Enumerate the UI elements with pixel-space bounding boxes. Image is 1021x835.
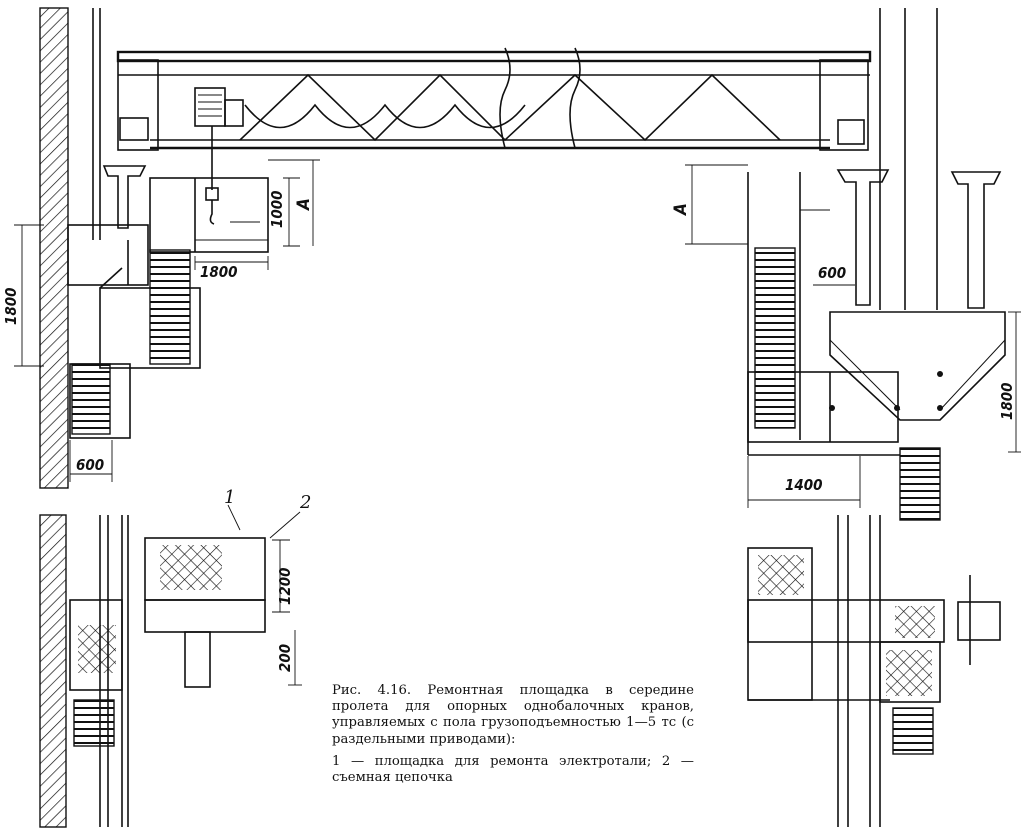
item-label-1: 1	[224, 487, 235, 508]
dim-platform-width-left: 1800	[200, 263, 238, 281]
caption-title: Рис. 4.16. Ремонтная площадка в середине…	[332, 683, 694, 747]
bottom-left-plan	[39, 504, 302, 828]
dim-right-gap: 600	[818, 264, 846, 282]
dim-plan-left-gap: 200	[276, 644, 294, 672]
dim-a-right: A	[671, 203, 691, 216]
left-lower-stair	[69, 363, 131, 439]
item-label-2: 2	[299, 492, 311, 513]
dim-right-height: 1800	[998, 382, 1016, 420]
dim-left-wall-height: 1800	[2, 287, 20, 325]
left-dimensions	[14, 159, 320, 482]
dim-right-bottom-width: 1400	[785, 476, 823, 494]
right-upper-stair	[754, 247, 796, 429]
figure-caption: Рис. 4.16. Ремонтная площадка в середине…	[332, 683, 694, 786]
dim-left-bottom-width: 600	[76, 456, 104, 474]
dim-hoist-height: 1000	[268, 190, 286, 228]
left-column-console	[102, 165, 147, 229]
electric-hoist	[194, 87, 244, 225]
right-repair-platform	[747, 172, 943, 456]
left-wall	[39, 7, 101, 489]
crane-truss-girder	[116, 47, 872, 151]
dim-plan-left-height: 1200	[276, 567, 294, 605]
dim-a-left: A	[294, 198, 314, 211]
right-lower-stair	[899, 447, 941, 521]
right-column	[829, 8, 1006, 421]
caption-legend: 1 — площадка для ремонта электротали; 2 …	[332, 753, 694, 786]
right-dimensions	[685, 164, 1021, 508]
bottom-right-plan	[747, 515, 1001, 827]
left-upper-stair	[99, 249, 201, 369]
left-repair-platform	[67, 177, 269, 286]
